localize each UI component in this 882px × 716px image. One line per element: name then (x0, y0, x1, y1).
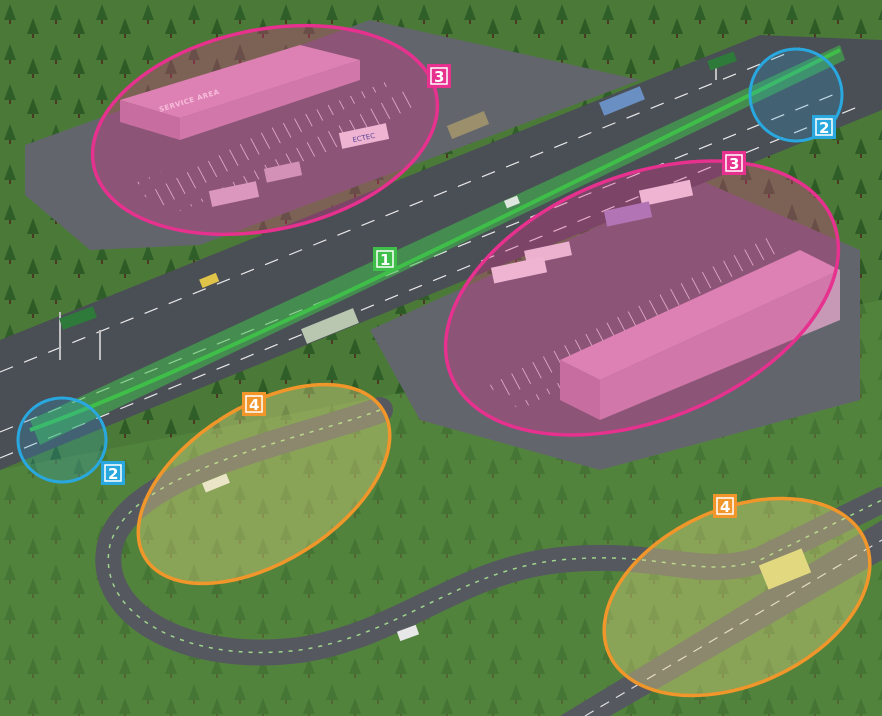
svg-text:1: 1 (380, 251, 390, 269)
lane-line-1 (0, 47, 801, 373)
lower-service-area-building (560, 250, 840, 420)
badge-zone-4-left: 4 (242, 392, 266, 416)
svg-text:4: 4 (720, 498, 730, 516)
zone-2-left-highlight (16, 396, 108, 484)
access-road-loop-lane (107, 409, 882, 654)
zone-4-left-highlight (136, 382, 392, 586)
badge-zone-2-right: 2 (812, 115, 836, 139)
svg-text:4: 4 (249, 396, 259, 414)
badge-zone-1: 1 (373, 247, 397, 271)
sign-gantry-left (59, 306, 101, 360)
badge-zone-3-upper: 3 (427, 64, 451, 88)
zone-4-right-highlight (602, 496, 872, 698)
lower-right-road-line (584, 539, 882, 716)
upper-service-area-building: SERVICE AREA (120, 45, 360, 140)
zone-3-lower-highlight (443, 159, 841, 437)
svg-text:3: 3 (729, 155, 739, 173)
badge-zone-2-left: 2 (101, 461, 125, 485)
sign-gantry-right (707, 51, 737, 80)
svg-text:2: 2 (819, 119, 829, 137)
svg-text:3: 3 (434, 68, 444, 86)
svg-text:2: 2 (108, 465, 118, 483)
badge-zone-3-lower: 3 (722, 151, 746, 175)
badge-zone-4-right: 4 (713, 494, 737, 518)
zone-1-outline (29, 48, 841, 432)
zone-3-upper-highlight (90, 23, 440, 237)
upper-parking-stalls (130, 80, 430, 215)
vehicles: ECTEC (199, 86, 812, 642)
